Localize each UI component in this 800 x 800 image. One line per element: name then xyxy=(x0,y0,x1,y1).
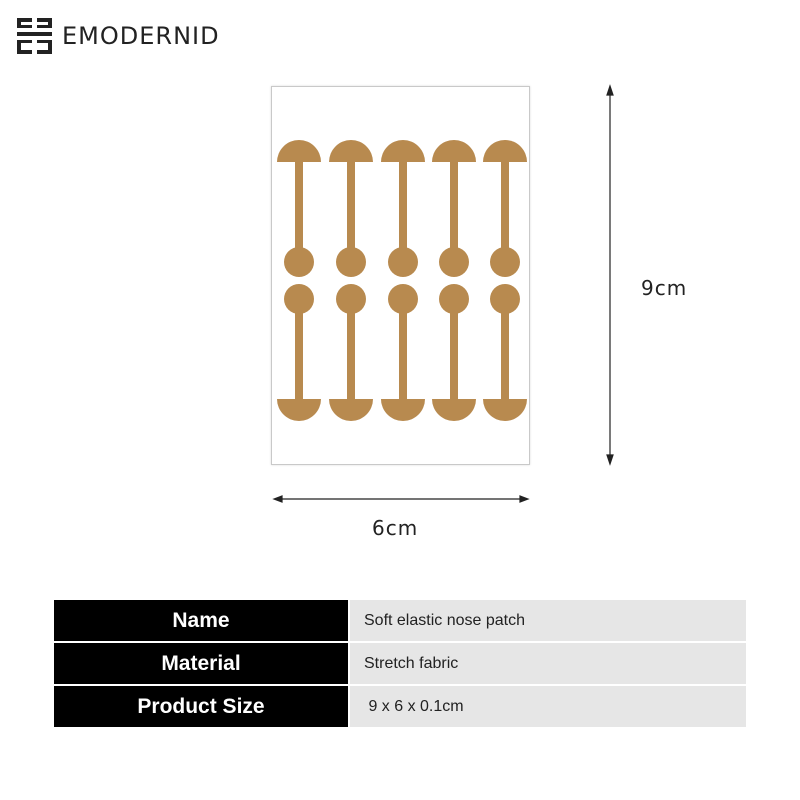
patch-bottom-cap xyxy=(381,399,425,421)
height-arrow-head-bottom xyxy=(606,454,614,466)
product-sheet-image xyxy=(271,86,530,465)
width-arrow-head-left xyxy=(272,495,283,503)
spec-table: Name Soft elastic nose patch Material St… xyxy=(54,600,746,729)
spec-key: Material xyxy=(54,643,348,684)
nose-patch-illustration xyxy=(277,140,527,421)
patch-bottom-dot xyxy=(439,284,469,314)
patch-bottom-stem xyxy=(501,302,509,402)
patch-bottom-cap xyxy=(277,399,321,421)
patch-bottom-stem xyxy=(347,302,355,402)
height-dimension-label: 9cm xyxy=(641,276,688,300)
spec-row-name: Name Soft elastic nose patch xyxy=(54,600,746,641)
patch-top-dot xyxy=(490,247,520,277)
patch-top-stem xyxy=(295,159,303,259)
patch-top-cap xyxy=(277,140,321,162)
brand-header: EMODERNID xyxy=(17,18,220,54)
patch-bottom-stem xyxy=(450,302,458,402)
patch-top-dot xyxy=(336,247,366,277)
patch-bottom-cap xyxy=(483,399,527,421)
patch-bottom-cap xyxy=(432,399,476,421)
width-dimension-label: 6cm xyxy=(372,516,419,540)
spec-key: Product Size xyxy=(54,686,348,727)
spec-value: 9 x 6 x 0.1cm xyxy=(350,686,746,727)
patch-bottom-cap xyxy=(329,399,373,421)
patch-top-cap xyxy=(329,140,373,162)
patch-bottom-stem xyxy=(295,302,303,402)
patch-top-dot xyxy=(388,247,418,277)
patch-top-cap xyxy=(483,140,527,162)
patch-top-cap xyxy=(381,140,425,162)
spec-key: Name xyxy=(54,600,348,641)
patch-top-stem xyxy=(399,159,407,259)
patch-top-stem xyxy=(501,159,509,259)
spec-value: Stretch fabric xyxy=(350,643,746,684)
patch-bottom-dot xyxy=(336,284,366,314)
spec-row-material: Material Stretch fabric xyxy=(54,643,746,684)
patch-bottom-dot xyxy=(284,284,314,314)
spec-value: Soft elastic nose patch xyxy=(350,600,746,641)
width-arrow-head-right xyxy=(519,495,530,503)
patch-top-stem xyxy=(347,159,355,259)
patch-top-dot xyxy=(439,247,469,277)
brand-logo-icon xyxy=(17,18,52,54)
patch-top-cap xyxy=(432,140,476,162)
patch-bottom-stem xyxy=(399,302,407,402)
brand-name: EMODERNID xyxy=(62,22,220,50)
height-arrow-head-top xyxy=(606,84,614,96)
patch-bottom-dot xyxy=(490,284,520,314)
patch-top-dot xyxy=(284,247,314,277)
spec-row-size: Product Size 9 x 6 x 0.1cm xyxy=(54,686,746,727)
patch-bottom-dot xyxy=(388,284,418,314)
patch-top-stem xyxy=(450,159,458,259)
